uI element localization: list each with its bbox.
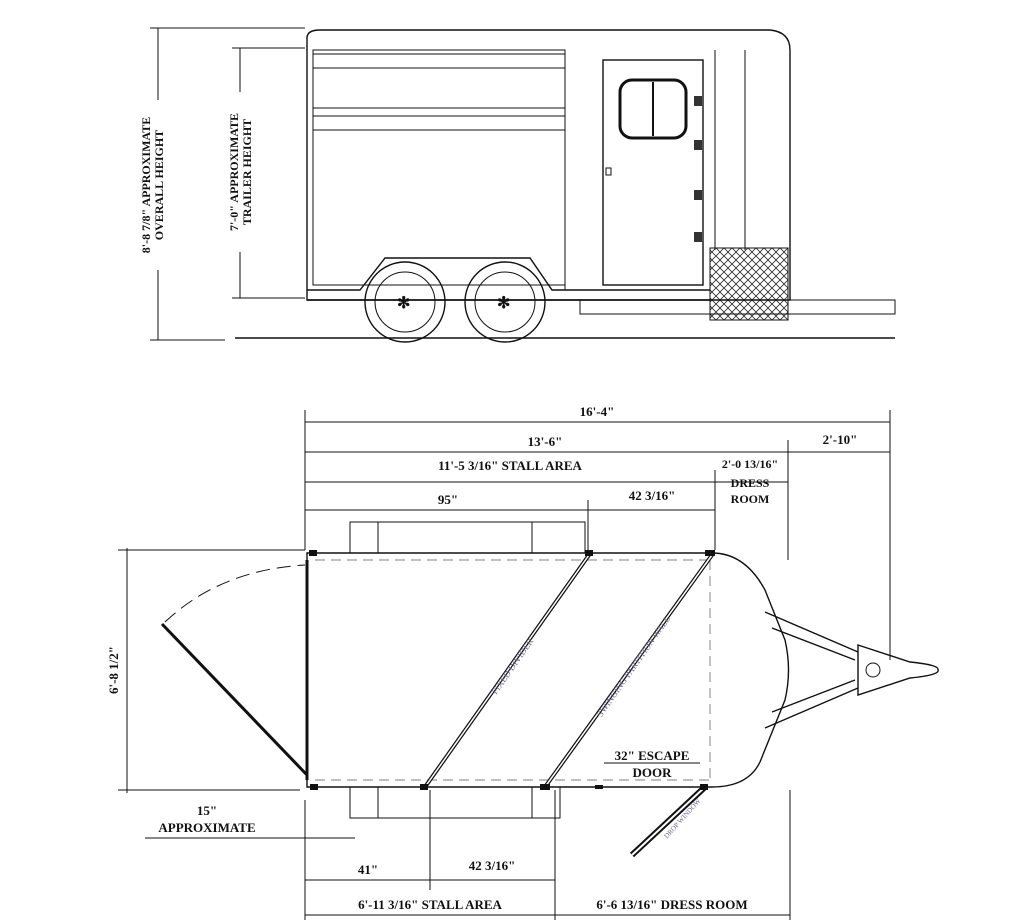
overhang-label: APPROXIMATE (158, 820, 255, 835)
hitch (857, 644, 939, 696)
stall-area-top-dim: 11'-5 3/16" STALL AREA (438, 458, 582, 473)
segment-95-dim: 95" (438, 492, 458, 507)
stall-area-bottom-dim: 6'-11 3/16" STALL AREA (358, 897, 502, 912)
overall-height-label: 8'-8 7/8" APPROXIMATE (139, 117, 153, 253)
lower-rail (312, 115, 566, 131)
width-dim: 6'-8 1/2" (106, 646, 121, 694)
ramp-door (160, 622, 309, 777)
fixed-divider-label: FIXED DIVIDER (490, 636, 536, 696)
segment-41-dim: 41" (358, 862, 378, 877)
side-door (602, 59, 704, 286)
overall-height-label-2: OVERALL HEIGHT (152, 130, 166, 240)
svg-text:✻: ✻ (497, 295, 510, 312)
trailer-height-label-2: TRAILER HEIGHT (240, 119, 254, 225)
segment-42-top-dim: 42 3/16" (629, 488, 676, 503)
stone-guard (709, 247, 789, 321)
segment-42-bottom-dim: 42 3/16" (469, 858, 516, 873)
upper-rail (312, 53, 566, 69)
wheel: ✻ (364, 261, 446, 343)
side-view: ✻ ✻ 8'-8 7/8" APPROXIMATE OVERALL HEIGHT… (136, 27, 896, 343)
dress-room-top-dim: 2'-0 13/16" (722, 457, 778, 471)
trailer-body (306, 552, 790, 788)
dress-room-top-label-2: ROOM (731, 492, 770, 506)
overhang-dim: 15" (197, 803, 217, 818)
tongue (579, 299, 896, 315)
fender (349, 521, 586, 554)
body-length-dim: 13'-6" (528, 434, 563, 449)
escape-door-label: 32" ESCAPE (615, 748, 690, 763)
escape-door-label-2: DOOR (633, 765, 673, 780)
trailer-height-label: 7'-0" APPROXIMATE (227, 113, 241, 231)
dress-room-bottom-dim: 6'-6 13/16" DRESS ROOM (596, 897, 747, 912)
dress-room-top-label: DRESS (731, 476, 770, 490)
tongue-length-dim: 2'-10" (823, 432, 858, 447)
swinging-partition-label: SWINGING PARTITION WALL (595, 614, 673, 719)
wheel: ✻ (464, 261, 546, 343)
svg-text:✻: ✻ (397, 295, 410, 312)
fender (349, 786, 561, 819)
total-length-dim: 16'-4" (580, 404, 615, 419)
top-view: FIXED DIVIDER SWINGING PARTITION WALL DR… (106, 404, 939, 920)
